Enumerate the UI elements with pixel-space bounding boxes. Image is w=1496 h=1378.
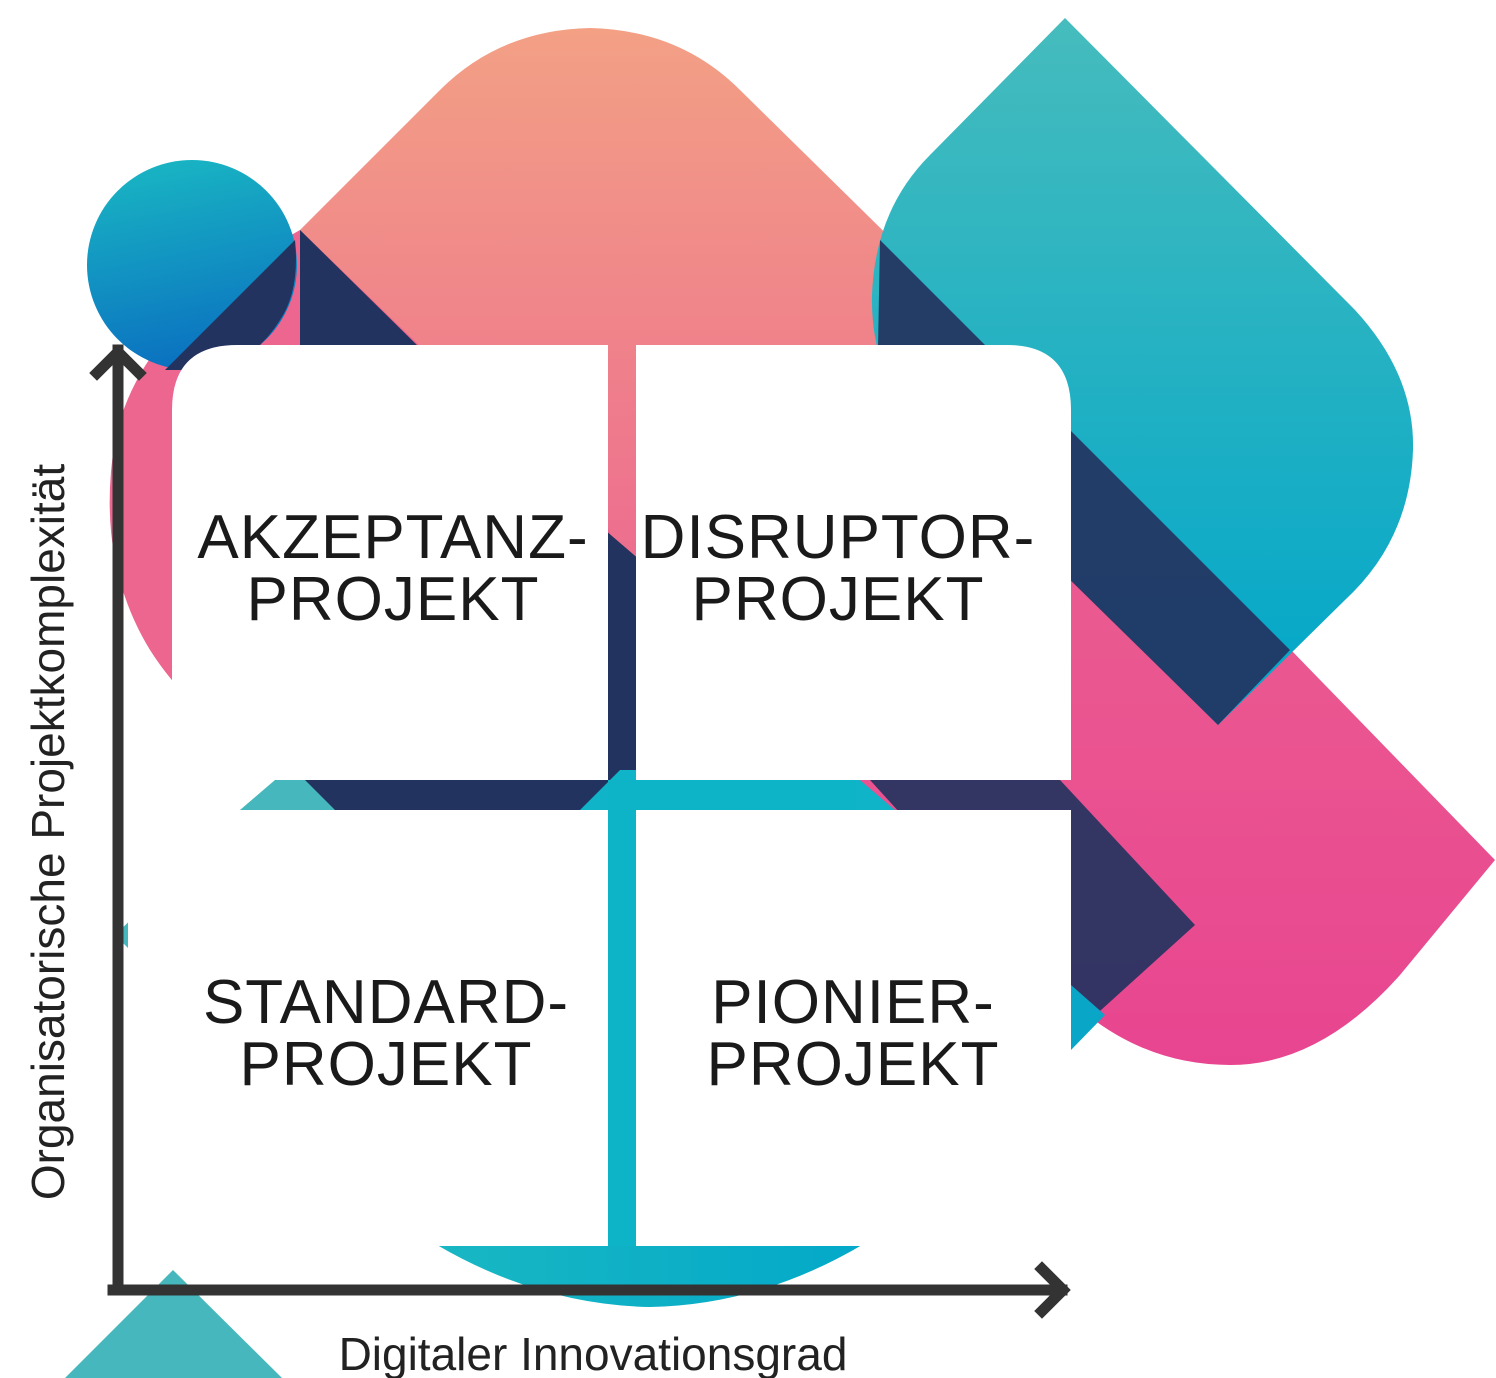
- panel-top-right: [636, 345, 1071, 780]
- label-pionier-line1: PIONIER-: [711, 968, 995, 1037]
- y-axis-arrowhead: [89, 344, 147, 381]
- label-standard-line2: PROJEKT: [240, 1030, 533, 1099]
- teal-triangle-bottom: [65, 1270, 282, 1378]
- teal-leaf-shape: [871, 18, 1414, 725]
- y-axis-label: Organisatorische Projektkomplexität: [22, 464, 74, 1201]
- panel-bottom-right: [636, 810, 1071, 1246]
- quadrant-labels: AKZEPTANZ- PROJEKT DISRUPTOR- PROJEKT ST…: [197, 503, 1036, 1099]
- label-akzeptanz-line1: AKZEPTANZ-: [197, 503, 588, 572]
- quadrant-panels: [128, 345, 1071, 1246]
- label-akzeptanz-line2: PROJEKT: [247, 565, 540, 634]
- label-standard-line1: STANDARD-: [203, 968, 569, 1037]
- teal-bowl-shape: [437, 1245, 862, 1307]
- label-pionier-line2: PROJEKT: [707, 1030, 1000, 1099]
- panel-top-left: [172, 345, 608, 780]
- cross-horizontal-line: [636, 780, 856, 810]
- x-axis-arrowhead: [1034, 1261, 1071, 1319]
- teal-strip-left: [240, 780, 335, 810]
- teal-wedge-right: [1071, 985, 1105, 1050]
- label-disruptor-line1: DISRUPTOR-: [641, 503, 1036, 572]
- cross-vertical-line: [608, 780, 636, 1246]
- x-axis-label: Digitaler Innovationsgrad: [339, 1328, 848, 1378]
- label-disruptor-line2: PROJEKT: [692, 565, 985, 634]
- axes: [89, 344, 1071, 1319]
- ball-overlap-shape: [165, 240, 296, 370]
- panel-bottom-left: [128, 810, 608, 1246]
